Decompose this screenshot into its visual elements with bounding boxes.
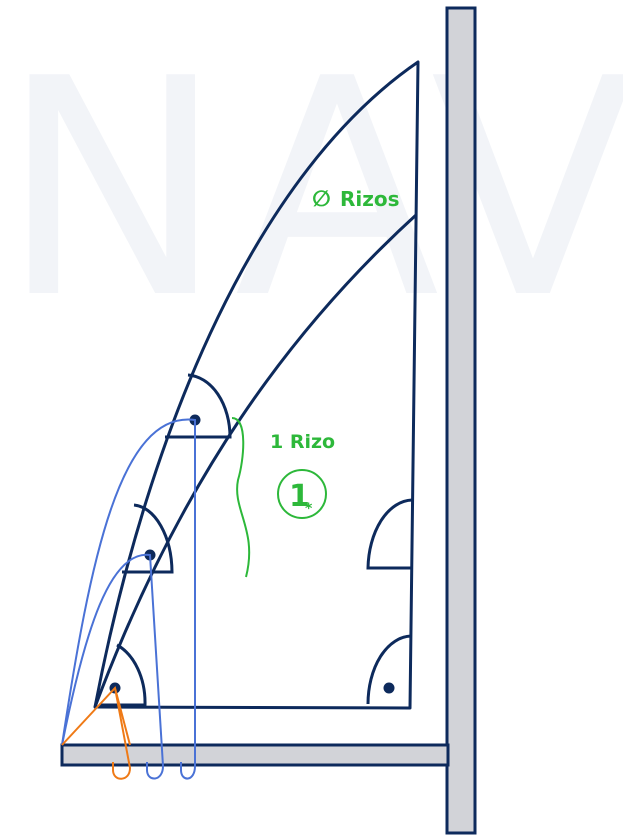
cringle-upper bbox=[165, 373, 232, 439]
reef-line bbox=[61, 418, 196, 780]
reef-bracket bbox=[231, 417, 251, 578]
cringle-leech-upper bbox=[366, 498, 413, 570]
cringle-middle bbox=[122, 503, 174, 574]
tack-line bbox=[61, 685, 132, 780]
no-reef-symbol: ∅ bbox=[312, 187, 331, 212]
reef-number: 1 bbox=[289, 479, 310, 514]
cringle-clew bbox=[366, 634, 412, 705]
reef-number-badge bbox=[277, 469, 327, 519]
full-sail-outline bbox=[93, 60, 420, 710]
reef-point-dot bbox=[383, 682, 395, 694]
one-reef-label: 1 Rizo bbox=[270, 431, 335, 453]
no-reef-label: Rizos bbox=[340, 187, 400, 211]
mast-wall bbox=[445, 6, 477, 835]
boom-bar bbox=[60, 743, 450, 767]
reef-number-mark: * bbox=[305, 501, 313, 517]
reef-line bbox=[61, 553, 165, 780]
reef-line-1 bbox=[93, 213, 418, 708]
cringle-tack bbox=[99, 643, 147, 707]
